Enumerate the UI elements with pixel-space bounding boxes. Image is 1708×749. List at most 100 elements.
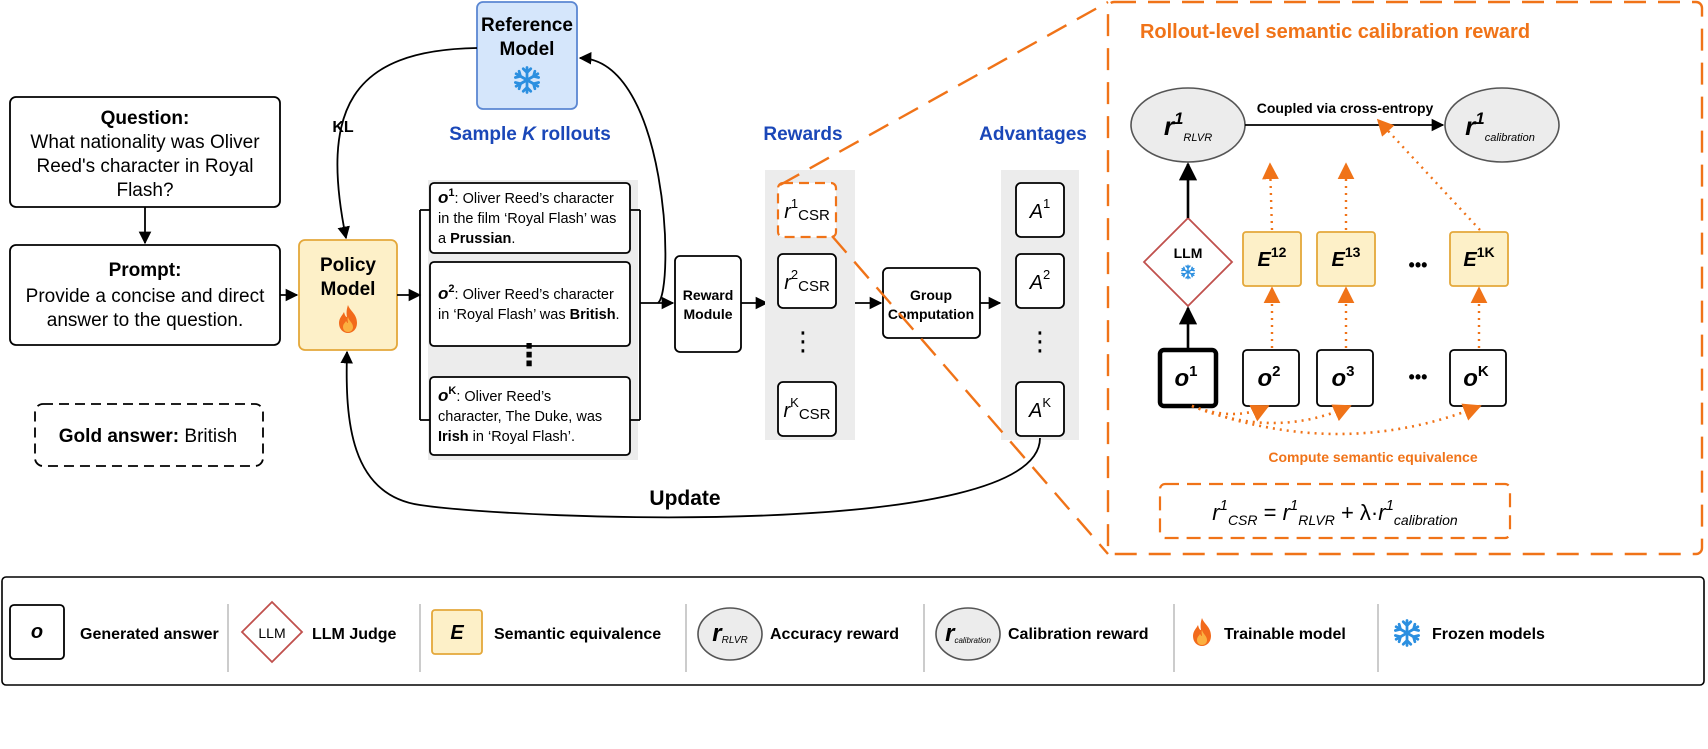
legend-equivalence-symbol — [431, 609, 483, 655]
legend-reward-symbol — [697, 607, 763, 661]
equivalence-box: E13 — [1316, 231, 1376, 287]
gold-answer-box: Gold answer: British — [34, 403, 264, 467]
svg-text:r1RLVR: r1RLVR — [1164, 109, 1212, 144]
rollout-text: in ‘Royal Flash’ was British. — [438, 307, 620, 323]
group-label: Computation — [888, 306, 974, 322]
update-arrow — [340, 350, 1041, 519]
svg-text:LLM: LLM — [258, 625, 285, 641]
policy-model-box: Policy Model — [298, 239, 398, 351]
rewards-ellipsis: ⋮ — [790, 326, 816, 356]
kl-label: KL — [332, 119, 354, 136]
legend-item: E Semantic equivalence — [431, 609, 661, 655]
rollout-text: in the film ‘Royal Flash’ was — [438, 211, 616, 227]
legend-label: Generated answer — [80, 626, 219, 643]
legend-llm-symbol — [240, 600, 304, 664]
legend-reward-symbol — [935, 607, 1001, 661]
advantage-label: A1 — [1029, 196, 1051, 223]
gold-value: British — [184, 426, 237, 447]
reference-label: Model — [500, 39, 555, 60]
rollout-text: oK: Oliver Reed’s — [438, 385, 551, 405]
rollout-text: Irish in ‘Royal Flash’. — [438, 429, 575, 445]
equivalence-list: E12 E13 E1K — [1242, 118, 1509, 348]
question-line: What nationality was Oliver — [30, 132, 260, 153]
equivalence-label: E1K — [1463, 244, 1494, 271]
reward-label: r1CSR — [784, 196, 830, 224]
llm-judge-node: LLM — [1142, 216, 1234, 308]
equivalence-arc — [1191, 404, 1352, 425]
equivalence-box: E1K — [1449, 231, 1509, 287]
rollout-text: o2: Oliver Reed’s character — [438, 283, 614, 303]
legend-label: Semantic equivalence — [494, 626, 661, 643]
equivalence-label: E13 — [1332, 244, 1361, 271]
equivalence-arc — [1191, 403, 1482, 436]
reward-list: r1CSR r2CSR rKCSR — [776, 181, 838, 437]
equivalence-box: E12 — [1242, 231, 1302, 287]
panel-title: Rollout-level semantic calibration rewar… — [1140, 21, 1530, 43]
reward-box: r2CSR — [777, 253, 837, 309]
r-calibration-node: r1calibration — [1444, 87, 1560, 163]
svg-text:r1calibration: r1calibration — [1465, 109, 1535, 144]
rollouts-bracket — [419, 209, 641, 421]
question-line: Flash? — [116, 180, 173, 201]
legend-answer-symbol — [9, 604, 65, 660]
gold-label: Gold answer: — [59, 426, 179, 447]
prompt-heading: Prompt: — [109, 260, 182, 281]
legend-label: Accuracy reward — [770, 626, 899, 643]
svg-text:rcalibration: rcalibration — [945, 620, 991, 647]
reward-box: r1CSR — [776, 181, 838, 239]
reward-label: r2CSR — [784, 267, 830, 295]
rollout-list: o1: Oliver Reed’s character in the film ‘… — [429, 182, 631, 456]
kl-arrow — [336, 47, 478, 240]
question-heading: Question: — [101, 108, 190, 129]
rollout-text: character, The Duke, was — [438, 409, 602, 425]
rollouts-to-reference-arrow — [578, 51, 667, 304]
coupled-label: Coupled via cross-entropy — [1257, 100, 1434, 116]
advantages-ellipsis: ⋮ — [1027, 326, 1053, 356]
rollout-text: o1: Oliver Reed’s character — [438, 187, 614, 207]
prompt-box: Prompt: Provide a concise and direct ans… — [9, 244, 281, 346]
csr-formula: r1CSR = r1RLVR + λ·r1calibration — [1212, 497, 1458, 528]
sample-rollouts-header: Sample K rollouts — [449, 124, 611, 145]
policy-label: Policy — [320, 255, 376, 276]
rewards-header: Rewards — [763, 124, 842, 145]
answer-label: o1 — [1174, 363, 1197, 392]
legend-item: Frozen models — [1394, 619, 1545, 647]
answer-box: oK — [1449, 349, 1507, 407]
question-line: Reed's character in Royal — [37, 156, 254, 177]
legend-label: Frozen models — [1432, 626, 1545, 643]
answer-box: o1 — [1157, 347, 1219, 409]
e-to-calibration-arrow — [1262, 162, 1279, 231]
rollout-card: o1: Oliver Reed’s character in the film ‘… — [429, 182, 631, 254]
equivalence-label: E12 — [1258, 244, 1287, 271]
rollout-text: a Prussian. — [438, 231, 515, 247]
reference-model-box: Reference Model — [476, 1, 578, 110]
svg-text:E: E — [450, 622, 464, 644]
reference-label: Reference — [481, 15, 573, 36]
reward-module-label: Module — [684, 306, 733, 322]
legend-label: Trainable model — [1224, 626, 1346, 643]
answer-label: oK — [1463, 363, 1489, 392]
policy-label: Model — [321, 279, 376, 300]
e-dots: ••• — [1409, 255, 1428, 275]
reward-module-label: Reward — [683, 287, 734, 303]
advantage-label: A2 — [1029, 267, 1051, 294]
advantage-label: AK — [1028, 395, 1051, 422]
semantic-label: Compute semantic equivalence — [1268, 449, 1478, 465]
calibration-panel — [1106, 0, 1704, 556]
rollout-card: o2: Oliver Reed’s character in ‘Royal Fla… — [429, 261, 631, 347]
legend-item: Trainable model — [1193, 618, 1346, 646]
prompt-line: Provide a concise and direct — [26, 286, 265, 307]
advantages-header: Advantages — [979, 124, 1087, 145]
advantage-box: A2 — [1015, 253, 1065, 309]
rollout-ellipsis: ⋮ — [514, 339, 544, 372]
advantage-box: AK — [1015, 381, 1065, 437]
answer-box: o2 — [1242, 349, 1300, 407]
reward-label: rKCSR — [783, 395, 830, 423]
